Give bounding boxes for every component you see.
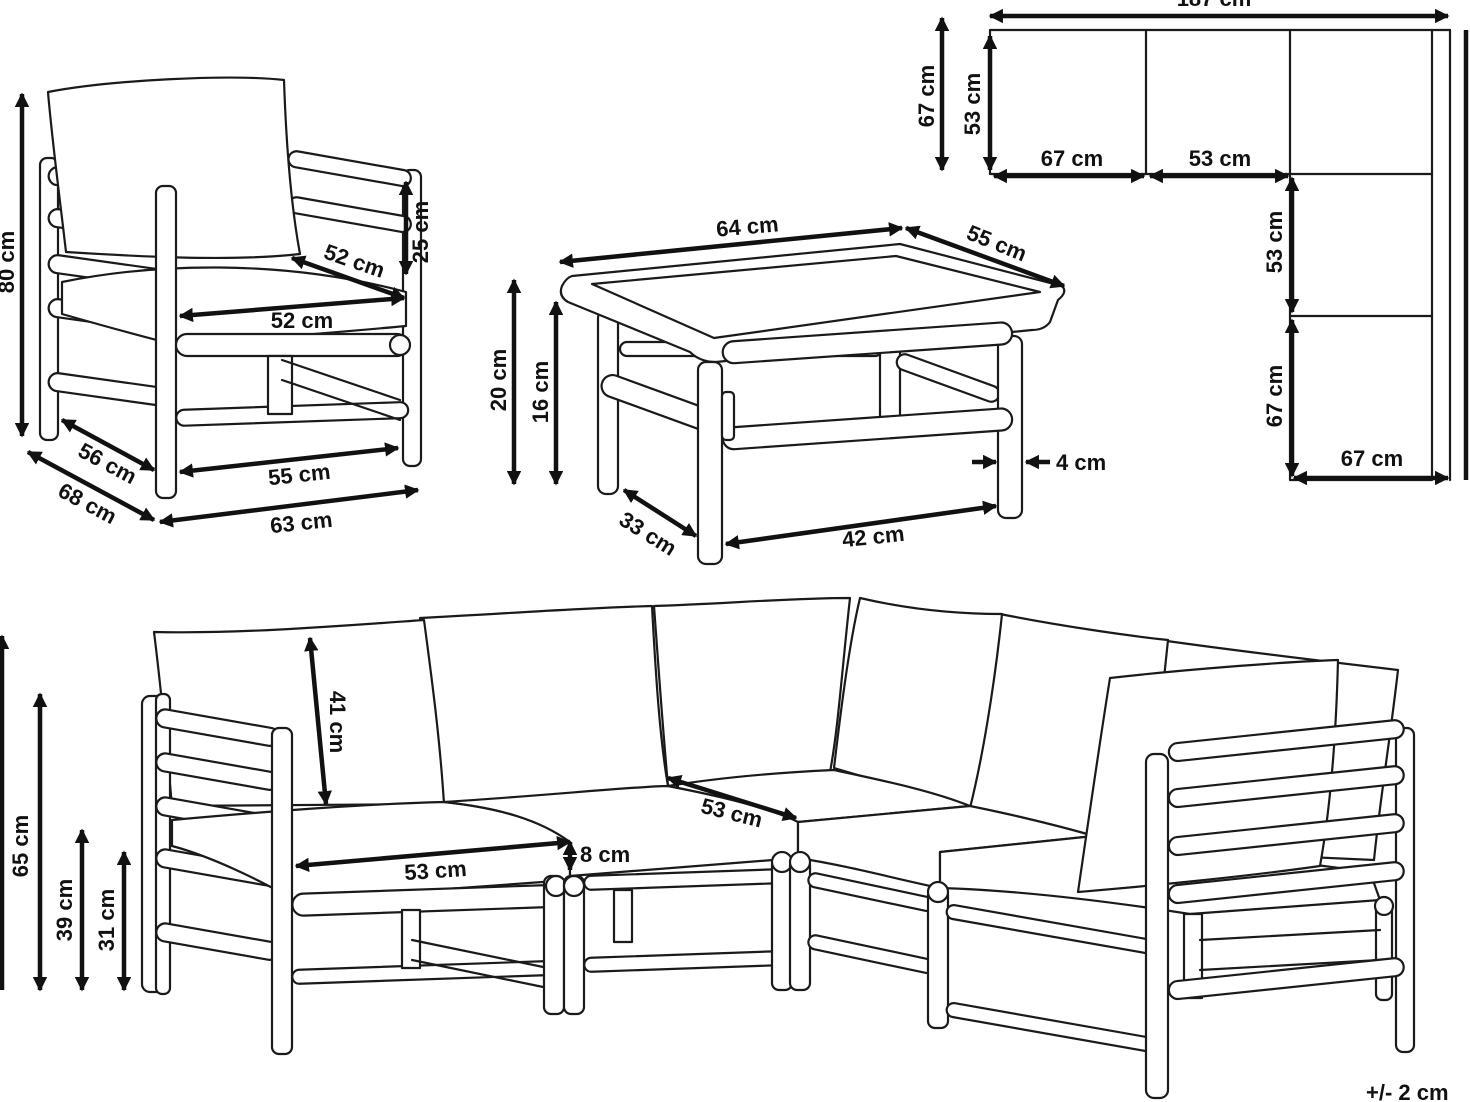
table-frame-height-label: 16 cm bbox=[528, 361, 553, 423]
layout-seat-depth-label: 53 cm bbox=[960, 73, 985, 135]
layout-side-corner-depth-label: 67 cm bbox=[1262, 365, 1287, 427]
sofa-seat-height-label: 39 cm bbox=[52, 879, 77, 941]
armchair-seat-width-label: 52 cm bbox=[271, 308, 333, 333]
sofa-frame-height-label: 31 cm bbox=[94, 889, 119, 951]
layout-side-seat-depth-label: 53 cm bbox=[1262, 211, 1287, 273]
sofa-total-height-label: 65 cm bbox=[8, 815, 33, 877]
layout-module-depth-label: 67 cm bbox=[914, 65, 939, 127]
tolerance-note: +/- 2 cm bbox=[1366, 1080, 1449, 1102]
sofa-set-drawing bbox=[140, 596, 1416, 1100]
sofa-seat-width-label: 53 cm bbox=[403, 856, 467, 885]
layout-plan-dimensions: 187 cm 67 cm 53 cm 67 cm 53 cm 53 cm 67 … bbox=[914, 0, 1469, 486]
table-leg-diameter-label: 4 cm bbox=[1056, 450, 1106, 475]
table-length-label: 64 cm bbox=[715, 211, 779, 241]
table-total-height-label: 20 cm bbox=[486, 349, 511, 411]
armchair-total-width-label: 63 cm bbox=[269, 507, 334, 538]
armchair-height-label: 80 cm bbox=[0, 231, 19, 293]
layout-side-width-label: 67 cm bbox=[1341, 446, 1403, 471]
layout-plan-drawing bbox=[988, 28, 1452, 482]
sofa-set-dimensions: 65 cm 39 cm 31 cm 41 cm 53 cm 8 cm 53 cm bbox=[0, 634, 798, 992]
armchair-armrest-height-label: 25 cm bbox=[408, 201, 433, 263]
table-leg-width-spacing-label: 42 cm bbox=[841, 521, 906, 552]
armchair-inner-width-label: 55 cm bbox=[267, 459, 332, 490]
layout-corner-width-label: 67 cm bbox=[1041, 146, 1103, 171]
table-leg-depth-spacing-label: 33 cm bbox=[615, 507, 681, 561]
sofa-back-cushion-height-label: 41 cm bbox=[325, 691, 350, 753]
armchair-drawing bbox=[38, 76, 423, 500]
layout-total-length-label: 187 cm bbox=[1177, 0, 1252, 11]
sofa-cushion-thickness-label: 8 cm bbox=[580, 842, 630, 867]
layout-middle-width-label: 53 cm bbox=[1189, 146, 1251, 171]
